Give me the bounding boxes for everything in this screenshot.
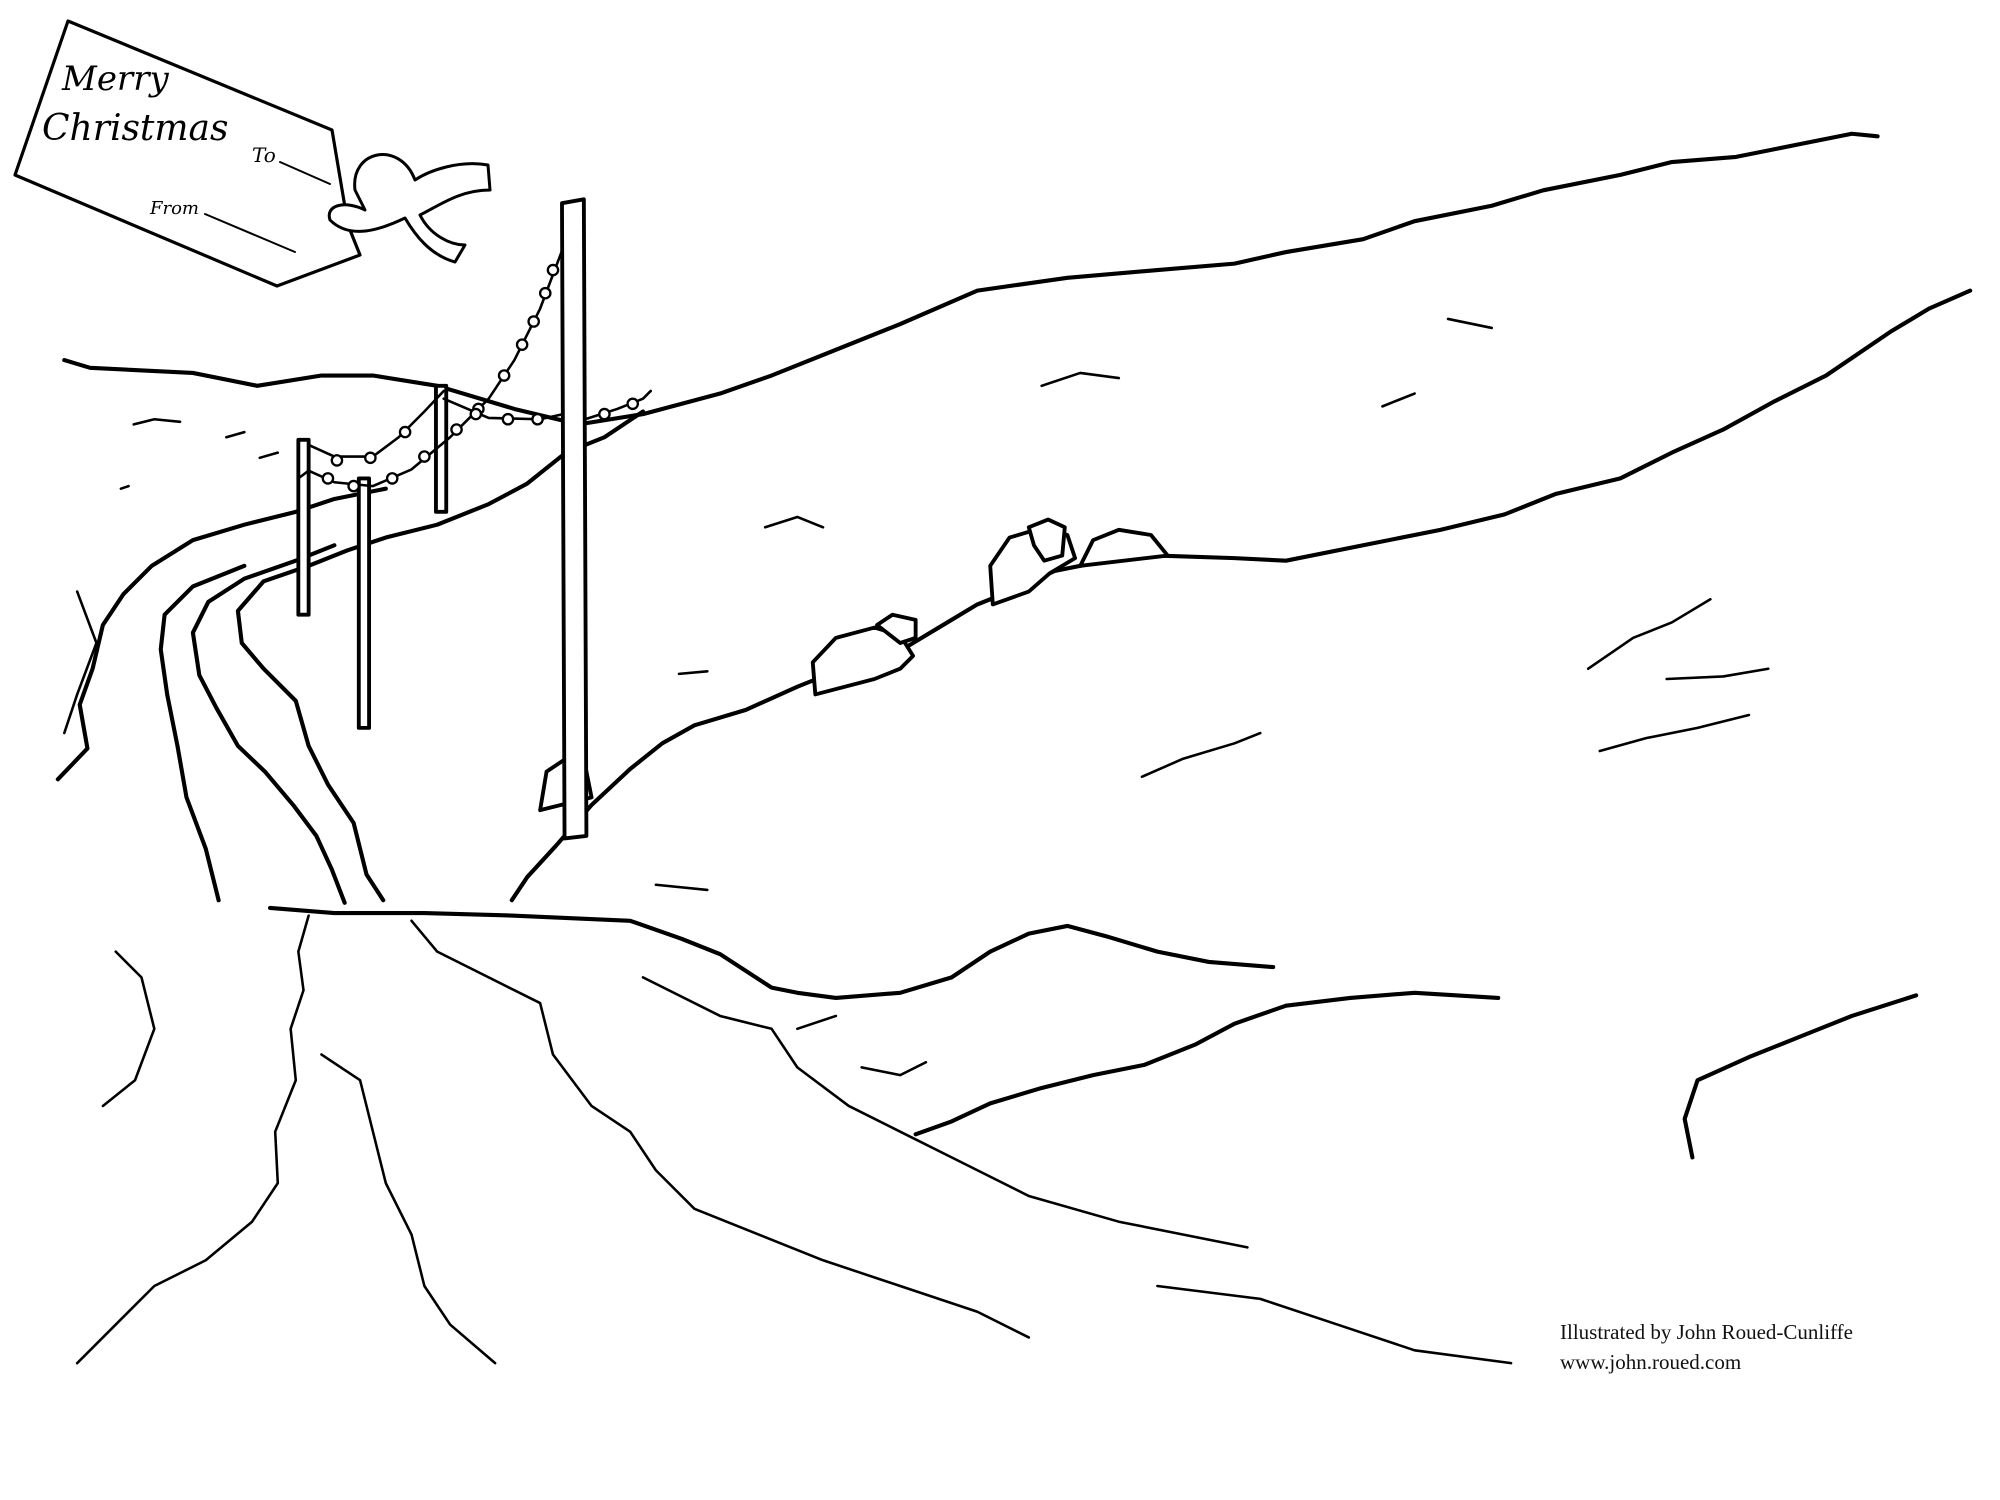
gift-tag: Merry Christmas To From [13,19,492,288]
illustrator-credit: Illustrated by John Roued-Cunliffe [1560,1320,1853,1344]
tag-to-label: To [252,143,276,167]
far-hill-ridge [62,131,1880,427]
light-bulbs [321,263,640,493]
road-crack [1156,1284,1513,1365]
road-line [235,409,646,903]
christmas-lights [297,249,653,488]
lower-ridge [913,990,1501,1137]
road-far-edge [268,905,1276,1000]
telegraph-poles [296,197,589,841]
tag-from-label: From [149,198,199,219]
road-crack [75,914,310,1365]
road-crack [320,1053,497,1365]
road-edge-left [55,486,388,782]
road-line [158,563,247,903]
road-crack [641,976,1249,1249]
road-crack [63,590,98,735]
illustrator-website: www.john.roued.com [1560,1350,1742,1374]
tag-greeting-merry: Merry [61,59,169,99]
snow-tufts [119,317,1770,1077]
road-crack [410,919,1031,1339]
sheep [538,517,1170,813]
right-slope-line [1682,993,1919,1160]
middle-hill-ridge [509,288,1973,903]
road-line [190,543,347,905]
ribbon-bow [327,153,492,264]
tag-greeting-christmas: Christmas [42,108,228,149]
road-crack [101,950,156,1108]
